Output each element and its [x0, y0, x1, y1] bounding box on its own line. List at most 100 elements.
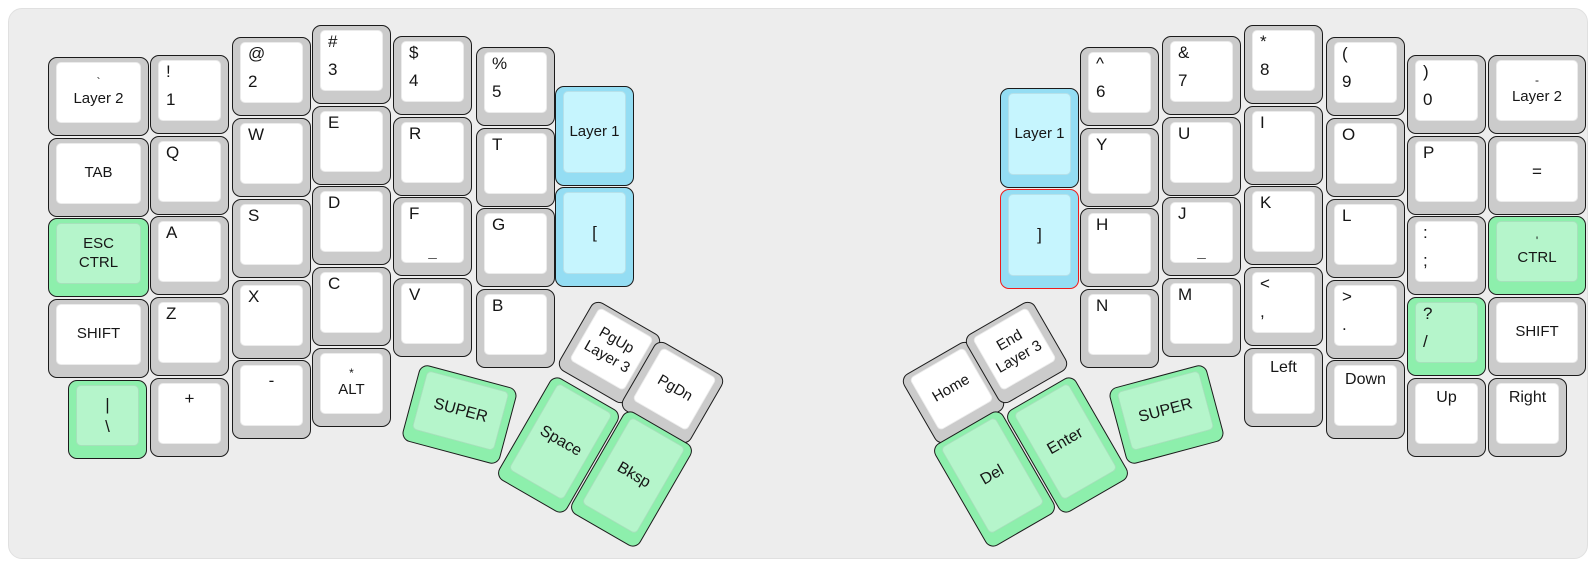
key-legend: <: [1260, 274, 1270, 293]
keycap: &7: [1170, 41, 1233, 102]
key-d[interactable]: D: [312, 186, 391, 265]
key-equals[interactable]: =: [1488, 136, 1586, 215]
keycap: B: [484, 294, 547, 355]
key-at-2[interactable]: @2: [232, 37, 311, 116]
key-y[interactable]: Y: [1080, 128, 1159, 207]
key-p[interactable]: P: [1407, 136, 1486, 215]
key-c[interactable]: C: [312, 267, 391, 346]
key-legend: CTRL: [78, 253, 119, 271]
key-super-left[interactable]: SUPER: [400, 363, 519, 466]
key-asterisk-alt[interactable]: *ALT: [312, 348, 391, 427]
key-legend: Layer 1: [569, 122, 620, 140]
key-legend: |: [105, 395, 110, 415]
keycap: N: [1088, 294, 1151, 355]
key-legend: 2: [248, 71, 258, 91]
key-legend: E: [328, 113, 340, 132]
key-dollar-4[interactable]: $4: [393, 36, 472, 115]
key-u[interactable]: U: [1162, 117, 1241, 196]
keycap: K: [1252, 191, 1315, 252]
keycap: D: [320, 191, 383, 252]
key-legend: Z: [166, 304, 177, 323]
key-f[interactable]: F_: [393, 197, 472, 276]
key-o[interactable]: O: [1326, 118, 1405, 197]
key-colon-semicolon[interactable]: :;: [1407, 216, 1486, 295]
key-rbracket[interactable]: ]: [1000, 189, 1079, 289]
key-hash-3[interactable]: #3: [312, 25, 391, 104]
key-lt-comma[interactable]: <,: [1244, 267, 1323, 346]
key-grave-layer2[interactable]: `Layer 2: [48, 57, 149, 136]
keycap: @2: [240, 42, 303, 103]
key-rparen-0[interactable]: )0: [1407, 55, 1486, 134]
key-legend: Right: [1508, 389, 1547, 406]
key-amp-7[interactable]: &7: [1162, 36, 1241, 115]
key-m[interactable]: M: [1162, 278, 1241, 357]
key-legend: ;: [1423, 250, 1428, 270]
key-legend: *: [1260, 32, 1267, 51]
key-z[interactable]: Z: [150, 297, 229, 376]
key-minus-left[interactable]: -: [232, 360, 311, 439]
key-g[interactable]: G: [476, 208, 555, 287]
key-exclam-1[interactable]: !1: [150, 55, 229, 134]
keycap: A: [158, 221, 221, 282]
key-percent-5[interactable]: %5: [476, 47, 555, 126]
key-minus-layer2[interactable]: -Layer 2: [1488, 55, 1586, 134]
key-n[interactable]: N: [1080, 289, 1159, 368]
keycap: Left: [1252, 353, 1315, 414]
key-left[interactable]: Left: [1244, 348, 1323, 427]
key-legend: J: [1178, 204, 1187, 223]
key-a[interactable]: A: [150, 216, 229, 295]
key-legend: \: [105, 416, 110, 436]
key-pipe-backslash[interactable]: |\: [68, 380, 147, 459]
key-t[interactable]: T: [476, 128, 555, 207]
keycap: -: [240, 365, 303, 426]
key-legend: L: [1342, 206, 1352, 225]
key-legend: TAB: [84, 164, 113, 182]
key-down[interactable]: Down: [1326, 360, 1405, 439]
key-right[interactable]: Right: [1488, 378, 1567, 457]
key-tab[interactable]: TAB: [48, 138, 149, 217]
key-legend: A: [166, 223, 178, 242]
key-legend: P: [1423, 143, 1435, 162]
key-legend: Enter: [1044, 424, 1087, 459]
key-k[interactable]: K: [1244, 186, 1323, 265]
key-v[interactable]: V: [393, 278, 472, 357]
key-w[interactable]: W: [232, 118, 311, 197]
keycap: 'CTRL: [1496, 221, 1578, 282]
key-legend: (: [1342, 44, 1348, 63]
key-r[interactable]: R: [393, 117, 472, 196]
key-h[interactable]: H: [1080, 208, 1159, 287]
key-legend: 8: [1260, 59, 1270, 79]
key-b[interactable]: B: [476, 289, 555, 368]
key-legend: 3: [328, 59, 338, 79]
keycap: P: [1415, 141, 1478, 202]
key-plus[interactable]: +: [150, 378, 229, 457]
key-layer1-right[interactable]: Layer 1: [1000, 88, 1079, 188]
key-quote-ctrl[interactable]: 'CTRL: [1488, 216, 1586, 295]
key-shift-right[interactable]: SHIFT: [1488, 297, 1586, 376]
key-s[interactable]: S: [232, 199, 311, 278]
key-x[interactable]: X: [232, 280, 311, 359]
key-layer1-left[interactable]: Layer 1: [555, 86, 634, 186]
key-l[interactable]: L: [1326, 199, 1405, 278]
key-q[interactable]: Q: [150, 136, 229, 215]
key-shift-left[interactable]: SHIFT: [48, 299, 149, 378]
key-lparen-9[interactable]: (9: [1326, 37, 1405, 116]
key-legend: 5: [492, 81, 502, 101]
keycap: H: [1088, 213, 1151, 274]
key-up[interactable]: Up: [1407, 378, 1486, 457]
key-asterisk-8[interactable]: *8: [1244, 25, 1323, 104]
key-lbracket[interactable]: [: [555, 187, 634, 287]
key-legend: Down: [1345, 371, 1386, 388]
key-j[interactable]: J_: [1162, 197, 1241, 276]
key-i[interactable]: I: [1244, 106, 1323, 185]
key-caret-6[interactable]: ^6: [1080, 47, 1159, 126]
key-super-right[interactable]: SUPER: [1107, 363, 1226, 466]
key-question-slash[interactable]: ?/: [1407, 297, 1486, 376]
keycap: Right: [1496, 383, 1559, 444]
key-legend: &: [1178, 43, 1190, 62]
key-e[interactable]: E: [312, 106, 391, 185]
key-legend: H: [1096, 215, 1109, 234]
key-gt-period[interactable]: >.: [1326, 280, 1405, 359]
key-legend: [: [592, 223, 597, 243]
